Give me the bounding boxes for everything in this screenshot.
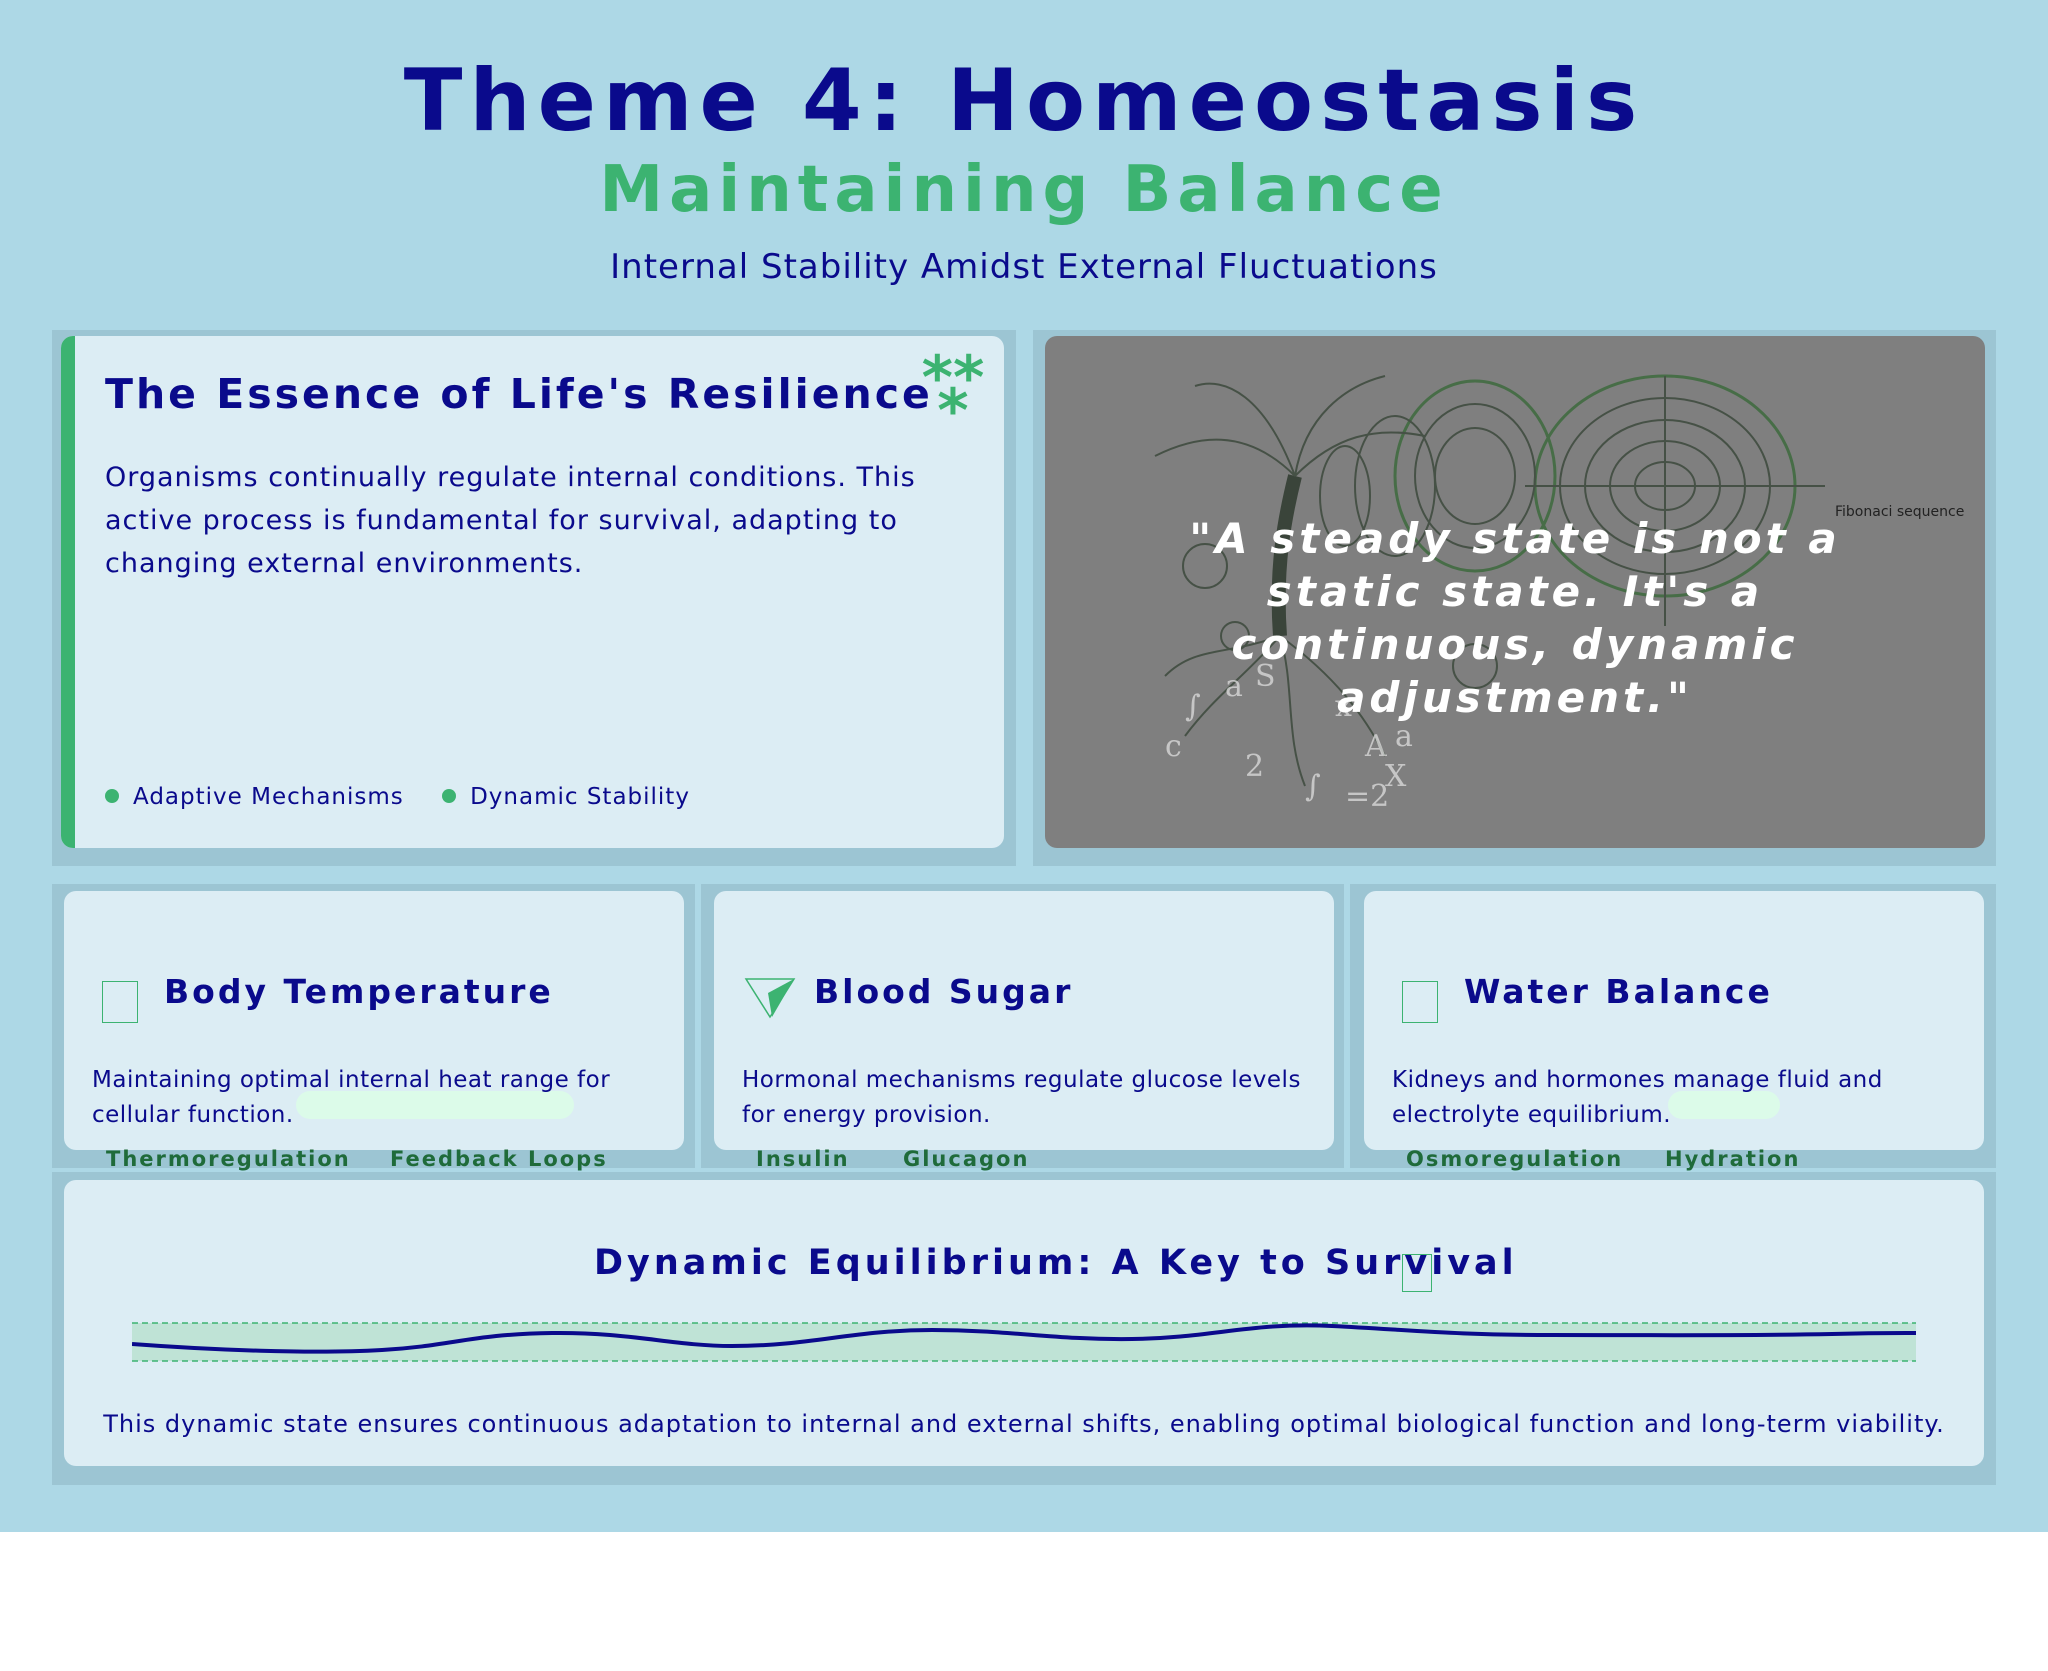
- equilibrium-body: This dynamic state ensures continuous ad…: [103, 1410, 1945, 1438]
- chip-label: Adaptive Mechanisms: [133, 784, 404, 810]
- card-blood-sugar: Blood Sugar Hormonal mechanisms regulate…: [714, 891, 1334, 1150]
- equilibrium-wave: [132, 1322, 1916, 1362]
- card-water-balance: Water Balance Kidneys and hormones manag…: [1364, 891, 1984, 1150]
- page-background: Theme 4: Homeostasis Maintaining Balance…: [0, 0, 2048, 1532]
- tag-highlight: [352, 1091, 574, 1119]
- divider: [695, 884, 701, 1170]
- tag-glucagon: Glucagon: [903, 1147, 1030, 1171]
- tag-hydration: Hydration: [1665, 1147, 1801, 1171]
- svg-text:S: S: [1255, 659, 1276, 694]
- bullet-dot-icon: [442, 788, 457, 803]
- essence-chips: Adaptive Mechanisms Dynamic Stability: [105, 784, 720, 810]
- chip-label: Dynamic Stability: [470, 784, 690, 810]
- svg-text:=2: =2: [1345, 779, 1389, 814]
- svg-text:c: c: [1165, 729, 1182, 764]
- chip-adaptive-mechanisms: Adaptive Mechanisms: [105, 784, 404, 810]
- paper-plane-icon: [744, 978, 796, 1019]
- svg-text:a: a: [1225, 669, 1243, 704]
- tag-osmoregulation: Osmoregulation: [1406, 1147, 1624, 1171]
- card-body: Maintaining optimal internal heat range …: [92, 1067, 611, 1128]
- tag-highlight: [1668, 1091, 1780, 1119]
- essence-card: The Essence of Life's Resilience *** Org…: [61, 336, 1004, 848]
- svg-text:∫: ∫: [1305, 769, 1321, 804]
- card-body: Hormonal mechanisms regulate glucose lev…: [742, 1067, 1301, 1128]
- tag-insulin: Insulin: [756, 1147, 850, 1171]
- asterisk-decoration-icon: ***: [921, 343, 985, 446]
- card-title: Body Temperature: [164, 972, 554, 1011]
- card-body-temperature: Body Temperature Maintaining optimal int…: [64, 891, 684, 1150]
- square-outline-icon: [102, 981, 138, 1023]
- svg-text:A: A: [1364, 729, 1387, 764]
- equilibrium-title: Dynamic Equilibrium: A Key to Survival: [594, 1243, 1518, 1283]
- card-title: Water Balance: [1464, 972, 1773, 1011]
- quote-text: "A steady state is not a static state. I…: [1189, 514, 1841, 722]
- card-body: Kidneys and hormones manage fluid and el…: [1392, 1067, 1883, 1128]
- svg-text:x: x: [1335, 689, 1352, 724]
- divider: [52, 1168, 1996, 1172]
- equilibrium-card: Dynamic Equilibrium: A Key to Survival T…: [64, 1180, 1984, 1466]
- svg-text:∫: ∫: [1185, 689, 1201, 724]
- page-title: Theme 4: Homeostasis: [403, 51, 1645, 151]
- square-outline-icon: [1402, 1254, 1432, 1292]
- chip-dynamic-stability: Dynamic Stability: [442, 784, 690, 810]
- fibonacci-label: Fibonaci sequence: [1835, 504, 1964, 520]
- page-subtitle: Maintaining Balance: [599, 153, 1449, 227]
- bullet-dot-icon: [105, 788, 119, 803]
- essence-accent-bar: [61, 336, 75, 848]
- svg-text:2: 2: [1245, 749, 1264, 784]
- svg-text:a: a: [1395, 719, 1413, 754]
- square-outline-icon: [1402, 981, 1438, 1023]
- tag-feedback-loops: Feedback Loops: [390, 1147, 608, 1171]
- divider: [1344, 884, 1350, 1170]
- essence-title: The Essence of Life's Resilience: [105, 370, 933, 418]
- page-tagline: Internal Stability Amidst External Fluct…: [610, 247, 1438, 287]
- card-title: Blood Sugar: [814, 972, 1074, 1011]
- svg-text:X: X: [1385, 759, 1407, 794]
- essence-body: Organisms continually regulate internal …: [105, 462, 916, 579]
- tag-thermoregulation: Thermoregulation: [106, 1147, 351, 1171]
